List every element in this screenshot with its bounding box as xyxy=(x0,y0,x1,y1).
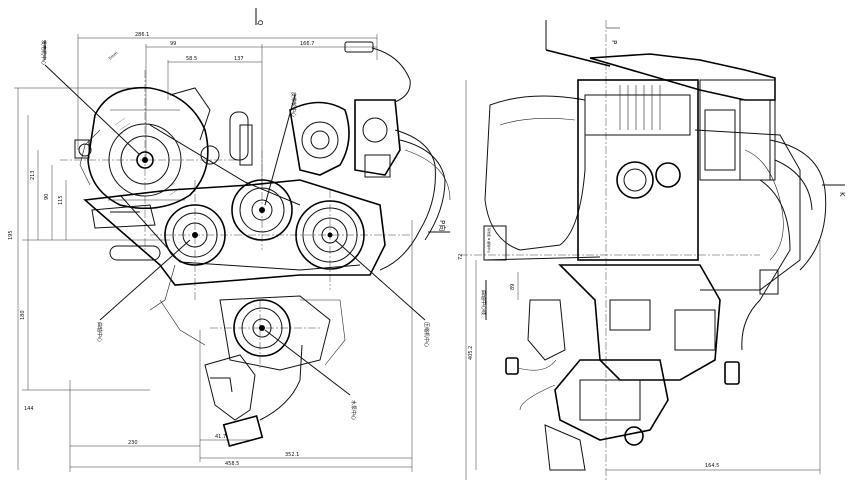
label-5mm: 5mm xyxy=(107,50,118,61)
label-compressor-center: 压缩机中心 xyxy=(423,322,430,347)
dim-left-1: 213 xyxy=(30,170,36,180)
dim-bottom-2: 41.7 xyxy=(215,434,226,440)
dim-bottom-overall: 458.5 xyxy=(225,461,239,467)
dim-top-b: 137 xyxy=(234,56,244,62)
dim-top-d: 58.5 xyxy=(186,56,197,62)
label-q: Q xyxy=(256,20,264,26)
dim-left-5: 180 xyxy=(20,310,26,320)
oil-pan-housing xyxy=(484,95,586,251)
dim-side-bottom: 164.5 xyxy=(705,463,719,469)
dim-left-4: 144 xyxy=(24,406,34,412)
label-note-box: 基准面 N 曲轴中心 xyxy=(487,228,492,253)
idler-pulley xyxy=(231,179,293,241)
label-belt-center: 皮带轮中心 xyxy=(290,92,297,117)
label-p-view: P向 xyxy=(438,220,447,231)
dim-left-3: 115 xyxy=(58,195,64,205)
compressor-pulley xyxy=(295,200,365,270)
dim-top-c: 166.7 xyxy=(300,41,314,47)
dim-side-mid: 89 xyxy=(510,284,516,290)
label-side-note: 曲轴中心线 xyxy=(480,290,487,315)
label-pump-center: 水泵中心 xyxy=(350,400,357,420)
crank-pulley xyxy=(164,204,226,266)
dim-left-2: 90 xyxy=(44,194,50,200)
label-generator-center: 发电机中心 xyxy=(40,40,47,65)
throttle-assembly xyxy=(229,41,451,271)
label-k-mark: K xyxy=(838,192,846,197)
dim-bottom-3: 352.1 xyxy=(285,452,299,458)
water-pump-pulley xyxy=(219,295,331,371)
side-view: P xyxy=(458,20,846,480)
dim-top-overall: 286.1 xyxy=(135,32,149,38)
dim-side-left-height: 72 xyxy=(458,254,464,260)
dim-side-left-small: 405.2 xyxy=(468,346,474,360)
dim-left-6: 195 xyxy=(8,230,14,240)
label-crank-center: 曲轴中心 xyxy=(96,322,103,342)
lower-assembly xyxy=(505,264,721,471)
label-p-top: P xyxy=(610,40,618,44)
dim-bottom-1: 230 xyxy=(128,440,138,446)
front-view: 286.1 99 166.7 58.5 137 195 180 213 90 1… xyxy=(8,8,451,472)
dim-top-a: 99 xyxy=(170,41,176,47)
alternator xyxy=(74,86,220,210)
engine-block xyxy=(577,53,801,291)
